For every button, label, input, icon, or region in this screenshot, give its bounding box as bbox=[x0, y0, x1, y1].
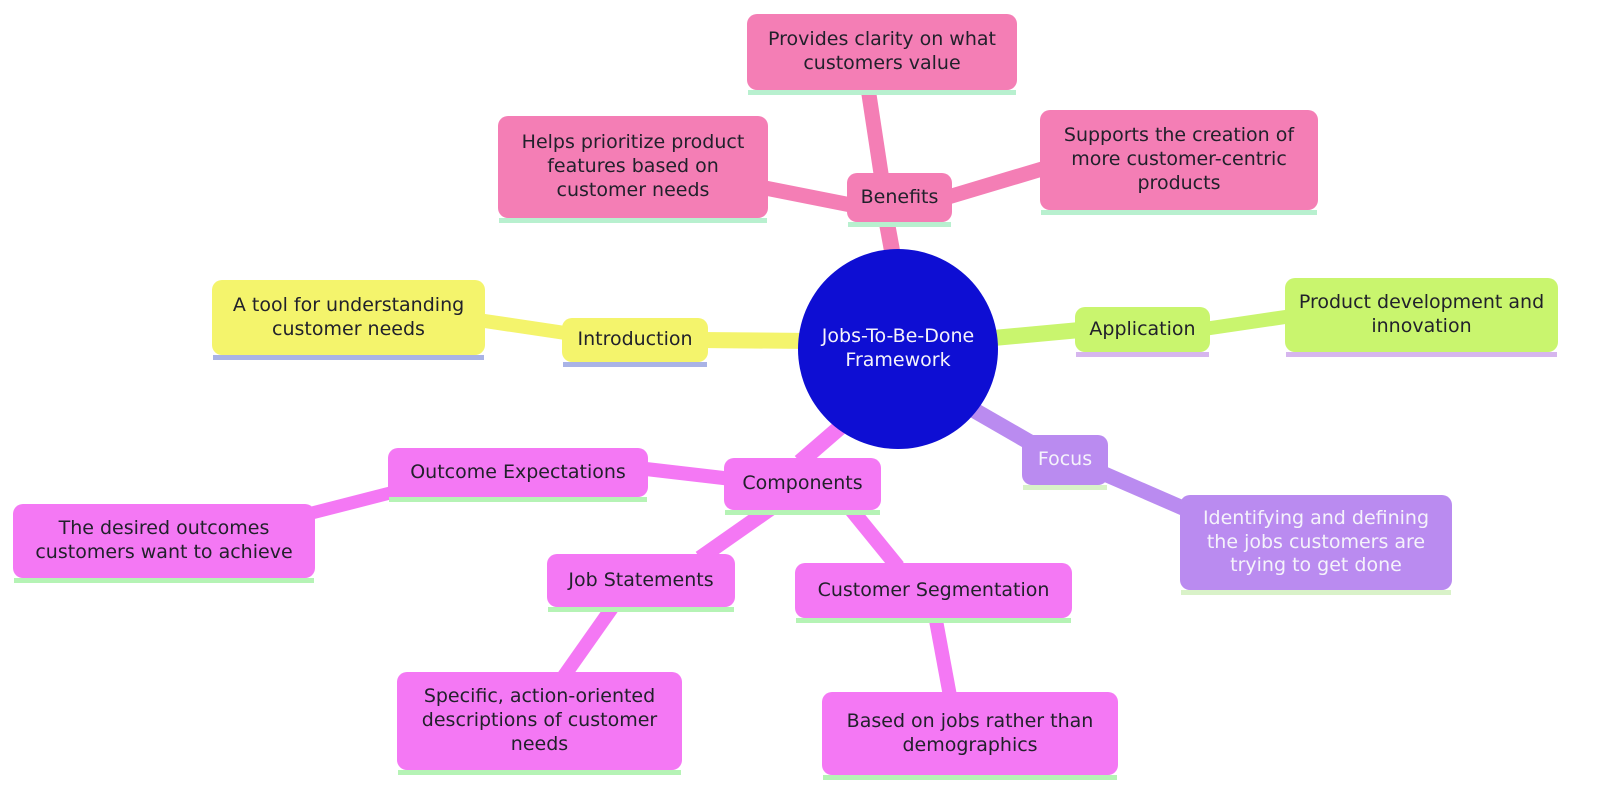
node-application-leaf-label: Product development and innovation bbox=[1298, 291, 1545, 337]
edge-benefits-prioritize bbox=[753, 178, 858, 214]
node-outcome-leaf-label: The desired outcomes customers want to a… bbox=[35, 517, 293, 563]
node-root-label: Jobs-To-Be-Done Framework bbox=[821, 325, 975, 371]
node-job-statements-leaf-label: Specific, action-oriented descriptions o… bbox=[421, 685, 658, 755]
edge-focus-identifying bbox=[1097, 465, 1195, 519]
node-introduction: Introduction bbox=[562, 318, 708, 367]
edge-outcome-desired bbox=[306, 484, 400, 521]
node-focus-label: Focus bbox=[1037, 448, 1093, 471]
node-components-label: Components bbox=[742, 472, 863, 495]
node-focus: Focus bbox=[1022, 435, 1108, 490]
node-outcome-expectations: Outcome Expectations bbox=[388, 448, 648, 502]
node-customer-segmentation-leaf: Based on jobs rather than demographics bbox=[822, 692, 1118, 780]
edge-benefits-customer-centric bbox=[942, 158, 1055, 206]
edge-introduction-tool bbox=[476, 313, 574, 341]
node-outcome-leaf: The desired outcomes customers want to a… bbox=[13, 504, 315, 583]
node-job-statements: Job Statements bbox=[547, 554, 735, 612]
node-components: Components bbox=[724, 458, 881, 515]
node-job-statements-label: Job Statements bbox=[568, 568, 714, 591]
node-introduction-leaf: A tool for understanding customer needs bbox=[212, 280, 485, 360]
edge-jobstatements-specific bbox=[558, 600, 620, 681]
node-root: Jobs-To-Be-Done Framework bbox=[798, 249, 998, 449]
node-benefits-leaf-customer-centric-label: Supports the creation of more customer-c… bbox=[1063, 124, 1295, 194]
node-introduction-label: Introduction bbox=[577, 328, 693, 351]
edge-components-segmentation bbox=[844, 503, 904, 572]
node-job-statements-leaf: Specific, action-oriented descriptions o… bbox=[397, 672, 682, 775]
edge-segmentation-basedon bbox=[928, 613, 957, 698]
node-benefits-leaf-clarity-label: Provides clarity on what customers value bbox=[768, 28, 996, 74]
node-benefits-leaf-clarity: Provides clarity on what customers value bbox=[747, 14, 1017, 95]
node-customer-segmentation-leaf-label: Based on jobs rather than demographics bbox=[846, 709, 1094, 756]
node-benefits-leaf-prioritize: Helps prioritize product features based … bbox=[498, 116, 768, 223]
node-customer-segmentation: Customer Segmentation bbox=[795, 563, 1072, 623]
node-application-label: Application bbox=[1089, 317, 1196, 340]
edge-components-jobstatements bbox=[695, 502, 775, 565]
node-application: Application bbox=[1075, 307, 1210, 357]
node-application-leaf: Product development and innovation bbox=[1285, 278, 1558, 357]
edge-root-introduction bbox=[699, 332, 813, 349]
node-benefits-leaf-customer-centric: Supports the creation of more customer-c… bbox=[1040, 110, 1318, 215]
edge-application-product bbox=[1202, 309, 1294, 336]
node-focus-leaf-label: Identifying and defining the jobs custom… bbox=[1202, 506, 1430, 577]
node-outcome-expectations-label: Outcome Expectations bbox=[410, 460, 626, 483]
node-benefits-leaf-prioritize-label: Helps prioritize product features based … bbox=[521, 131, 745, 201]
node-introduction-leaf-label: A tool for understanding customer needs bbox=[232, 293, 465, 340]
edge-components-outcome bbox=[645, 462, 733, 486]
edge-benefits-clarity bbox=[860, 86, 890, 182]
edge-root-components bbox=[794, 416, 851, 469]
node-benefits: Benefits bbox=[847, 173, 952, 227]
node-focus-leaf: Identifying and defining the jobs custom… bbox=[1180, 495, 1452, 595]
node-benefits-label: Benefits bbox=[860, 185, 939, 208]
node-customer-segmentation-label: Customer Segmentation bbox=[817, 578, 1050, 601]
